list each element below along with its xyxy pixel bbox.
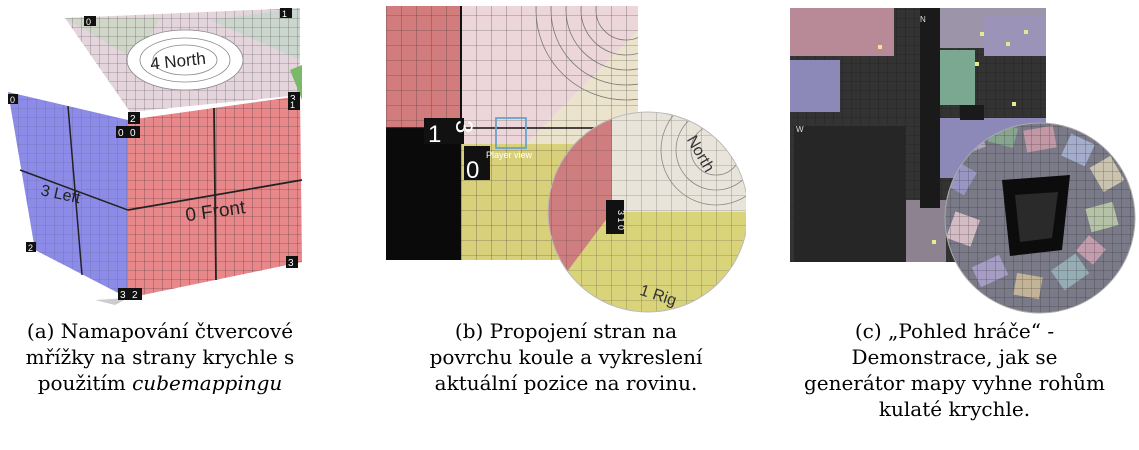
svg-text:2: 2: [28, 243, 33, 253]
cube-image: 4 North 3 Left 0 Front 0 1 2 0 0 3 1 0 2…: [8, 8, 303, 305]
svg-text:1: 1: [290, 100, 295, 110]
svg-text:1: 1: [428, 121, 441, 148]
svg-text:3: 3: [290, 94, 296, 105]
svg-text:3: 3: [450, 120, 477, 133]
svg-text:3: 3: [288, 258, 294, 269]
svg-text:0: 0: [130, 128, 136, 139]
svg-text:0: 0: [118, 128, 124, 139]
svg-text:0: 0: [466, 157, 479, 184]
sphere: 3 1 0 North 1 Rig: [547, 111, 749, 313]
svg-text:3 1 0: 3 1 0: [616, 210, 626, 230]
caption-b: (b) Propojení stran na povrchu koule a v…: [429, 319, 703, 395]
svg-text:2: 2: [132, 290, 138, 301]
figure-b: 1 3 0 Player view 3 1 0 North 1 Rig: [386, 0, 749, 450]
compass-north: N: [920, 15, 926, 24]
player-view-box: [495, 117, 527, 149]
caption-c: (c) „Pohled hráče“ - Demonstrace, jak se…: [803, 319, 1106, 421]
svg-text:0: 0: [86, 17, 91, 27]
svg-text:2: 2: [130, 114, 136, 125]
figure-c: N W: [770, 0, 1139, 450]
game-view-image: N W: [790, 8, 1136, 314]
caption-a: (a) Namapování čtvercové mřížky na stran…: [25, 319, 295, 395]
map-sphere-image: 1 3 0 Player view 3 1 0 North 1 Rig: [386, 6, 749, 313]
svg-text:1: 1: [282, 9, 287, 19]
compass-west: W: [796, 125, 804, 134]
player-view-label: Player view: [486, 150, 533, 160]
figure-a: 4 North 3 Left 0 Front 0 1 2 0 0 3 1 0 2…: [0, 0, 320, 450]
svg-text:0: 0: [10, 95, 15, 105]
svg-text:3: 3: [120, 290, 126, 301]
